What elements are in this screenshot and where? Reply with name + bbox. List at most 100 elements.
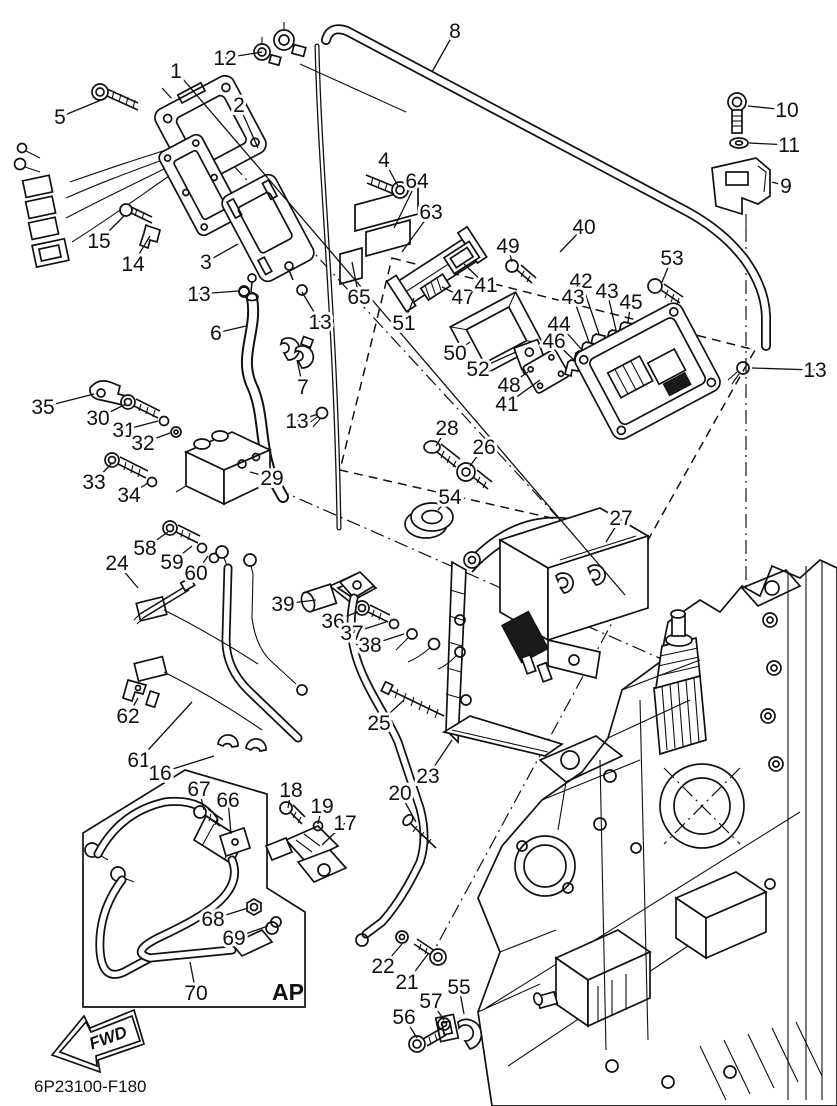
callout-43: 43 [595, 280, 618, 303]
callout-63: 63 [419, 201, 442, 224]
callout-29: 29 [260, 467, 283, 490]
callout-40: 40 [572, 216, 595, 239]
leader-line [215, 325, 247, 334]
leader-line [93, 462, 113, 483]
leader-line [282, 599, 317, 605]
callout-34: 34 [117, 484, 141, 507]
leader-line [132, 235, 151, 265]
leader-line [198, 290, 239, 295]
callout-5: 5 [54, 106, 66, 129]
plate [522, 348, 570, 394]
callout-11: 11 [778, 134, 800, 157]
callout-44: 44 [547, 313, 571, 336]
callout-68: 68 [201, 908, 224, 931]
leader-line [296, 359, 304, 388]
washer [270, 916, 282, 928]
callout-31: 31 [112, 419, 135, 442]
washer [729, 137, 749, 149]
grommet [404, 502, 454, 539]
bolt [413, 938, 447, 966]
callout-30: 30 [86, 407, 109, 430]
washer [170, 426, 182, 438]
callout-17: 17 [333, 812, 356, 835]
callout-45: 45 [619, 291, 642, 314]
callout-13: 13 [285, 410, 308, 433]
leader-line [747, 105, 788, 111]
screw [505, 259, 537, 284]
engine-block [477, 558, 837, 1106]
leader-line [477, 351, 517, 370]
leader-line [469, 446, 485, 467]
callout-69: 69 [222, 927, 245, 950]
leader-line [399, 792, 417, 823]
washer [146, 476, 158, 488]
callout-54: 54 [438, 486, 462, 509]
bolt [279, 801, 306, 825]
terminal-boot [264, 824, 348, 884]
leader-line [301, 291, 321, 323]
screw [647, 278, 684, 306]
leader-line [144, 531, 169, 549]
washer [388, 618, 400, 630]
bolt [354, 600, 391, 623]
cable-clamp-bottom [434, 1013, 483, 1050]
callout-60: 60 [184, 562, 207, 585]
washer-hole [440, 1020, 448, 1028]
leader-line [437, 496, 451, 511]
frame [449, 290, 544, 380]
mount-bracket [221, 173, 315, 298]
diagram-code: 6P23100-F180 [34, 1077, 146, 1096]
leader-line [287, 789, 292, 809]
leader-line [606, 290, 617, 331]
callout-20: 20 [388, 782, 411, 805]
callout-46: 46 [542, 330, 565, 353]
leader-line [198, 788, 205, 811]
callout-6: 6 [210, 322, 222, 345]
bolt [408, 1027, 447, 1053]
leader-line [351, 621, 387, 634]
callout-62: 62 [116, 705, 139, 728]
leader-line [572, 296, 590, 343]
leader-line [97, 403, 127, 419]
leader-line [427, 739, 453, 777]
callout-41: 41 [474, 274, 497, 297]
fitting [456, 462, 493, 490]
callout-37: 37 [340, 622, 363, 645]
callout-18: 18 [279, 779, 302, 802]
callout-59: 59 [160, 551, 183, 574]
leader-line [406, 953, 429, 983]
tube-end-ring [727, 361, 750, 385]
callout-50: 50 [443, 342, 466, 365]
bolt [120, 394, 161, 419]
leader-line [454, 341, 471, 354]
callout-7: 7 [297, 376, 309, 399]
connector [442, 240, 481, 275]
callout-53: 53 [660, 247, 683, 270]
leader-line [138, 701, 193, 761]
leader-line [401, 211, 432, 253]
fitting [423, 440, 461, 468]
bolt [193, 805, 224, 827]
callout-70: 70 [184, 982, 207, 1005]
washer [395, 930, 409, 944]
leader-line [771, 181, 787, 187]
callout-16: 16 [148, 762, 171, 785]
fin-hatch [699, 1021, 823, 1101]
leader-line [238, 104, 259, 149]
anchor-clamp [121, 678, 160, 709]
callout-56: 56 [392, 1006, 415, 1029]
leader-line [369, 633, 405, 646]
callout-24: 24 [105, 552, 129, 575]
leader-line [224, 51, 263, 59]
leader-line [249, 471, 273, 479]
callout-35: 35 [31, 396, 54, 419]
callout-51: 51 [392, 312, 415, 335]
leader-line [127, 697, 139, 717]
callout-25: 25 [367, 712, 390, 735]
callout-65: 65 [347, 286, 370, 309]
washer [208, 552, 220, 564]
lead-wires [395, 628, 466, 670]
callout-41: 41 [495, 393, 518, 416]
